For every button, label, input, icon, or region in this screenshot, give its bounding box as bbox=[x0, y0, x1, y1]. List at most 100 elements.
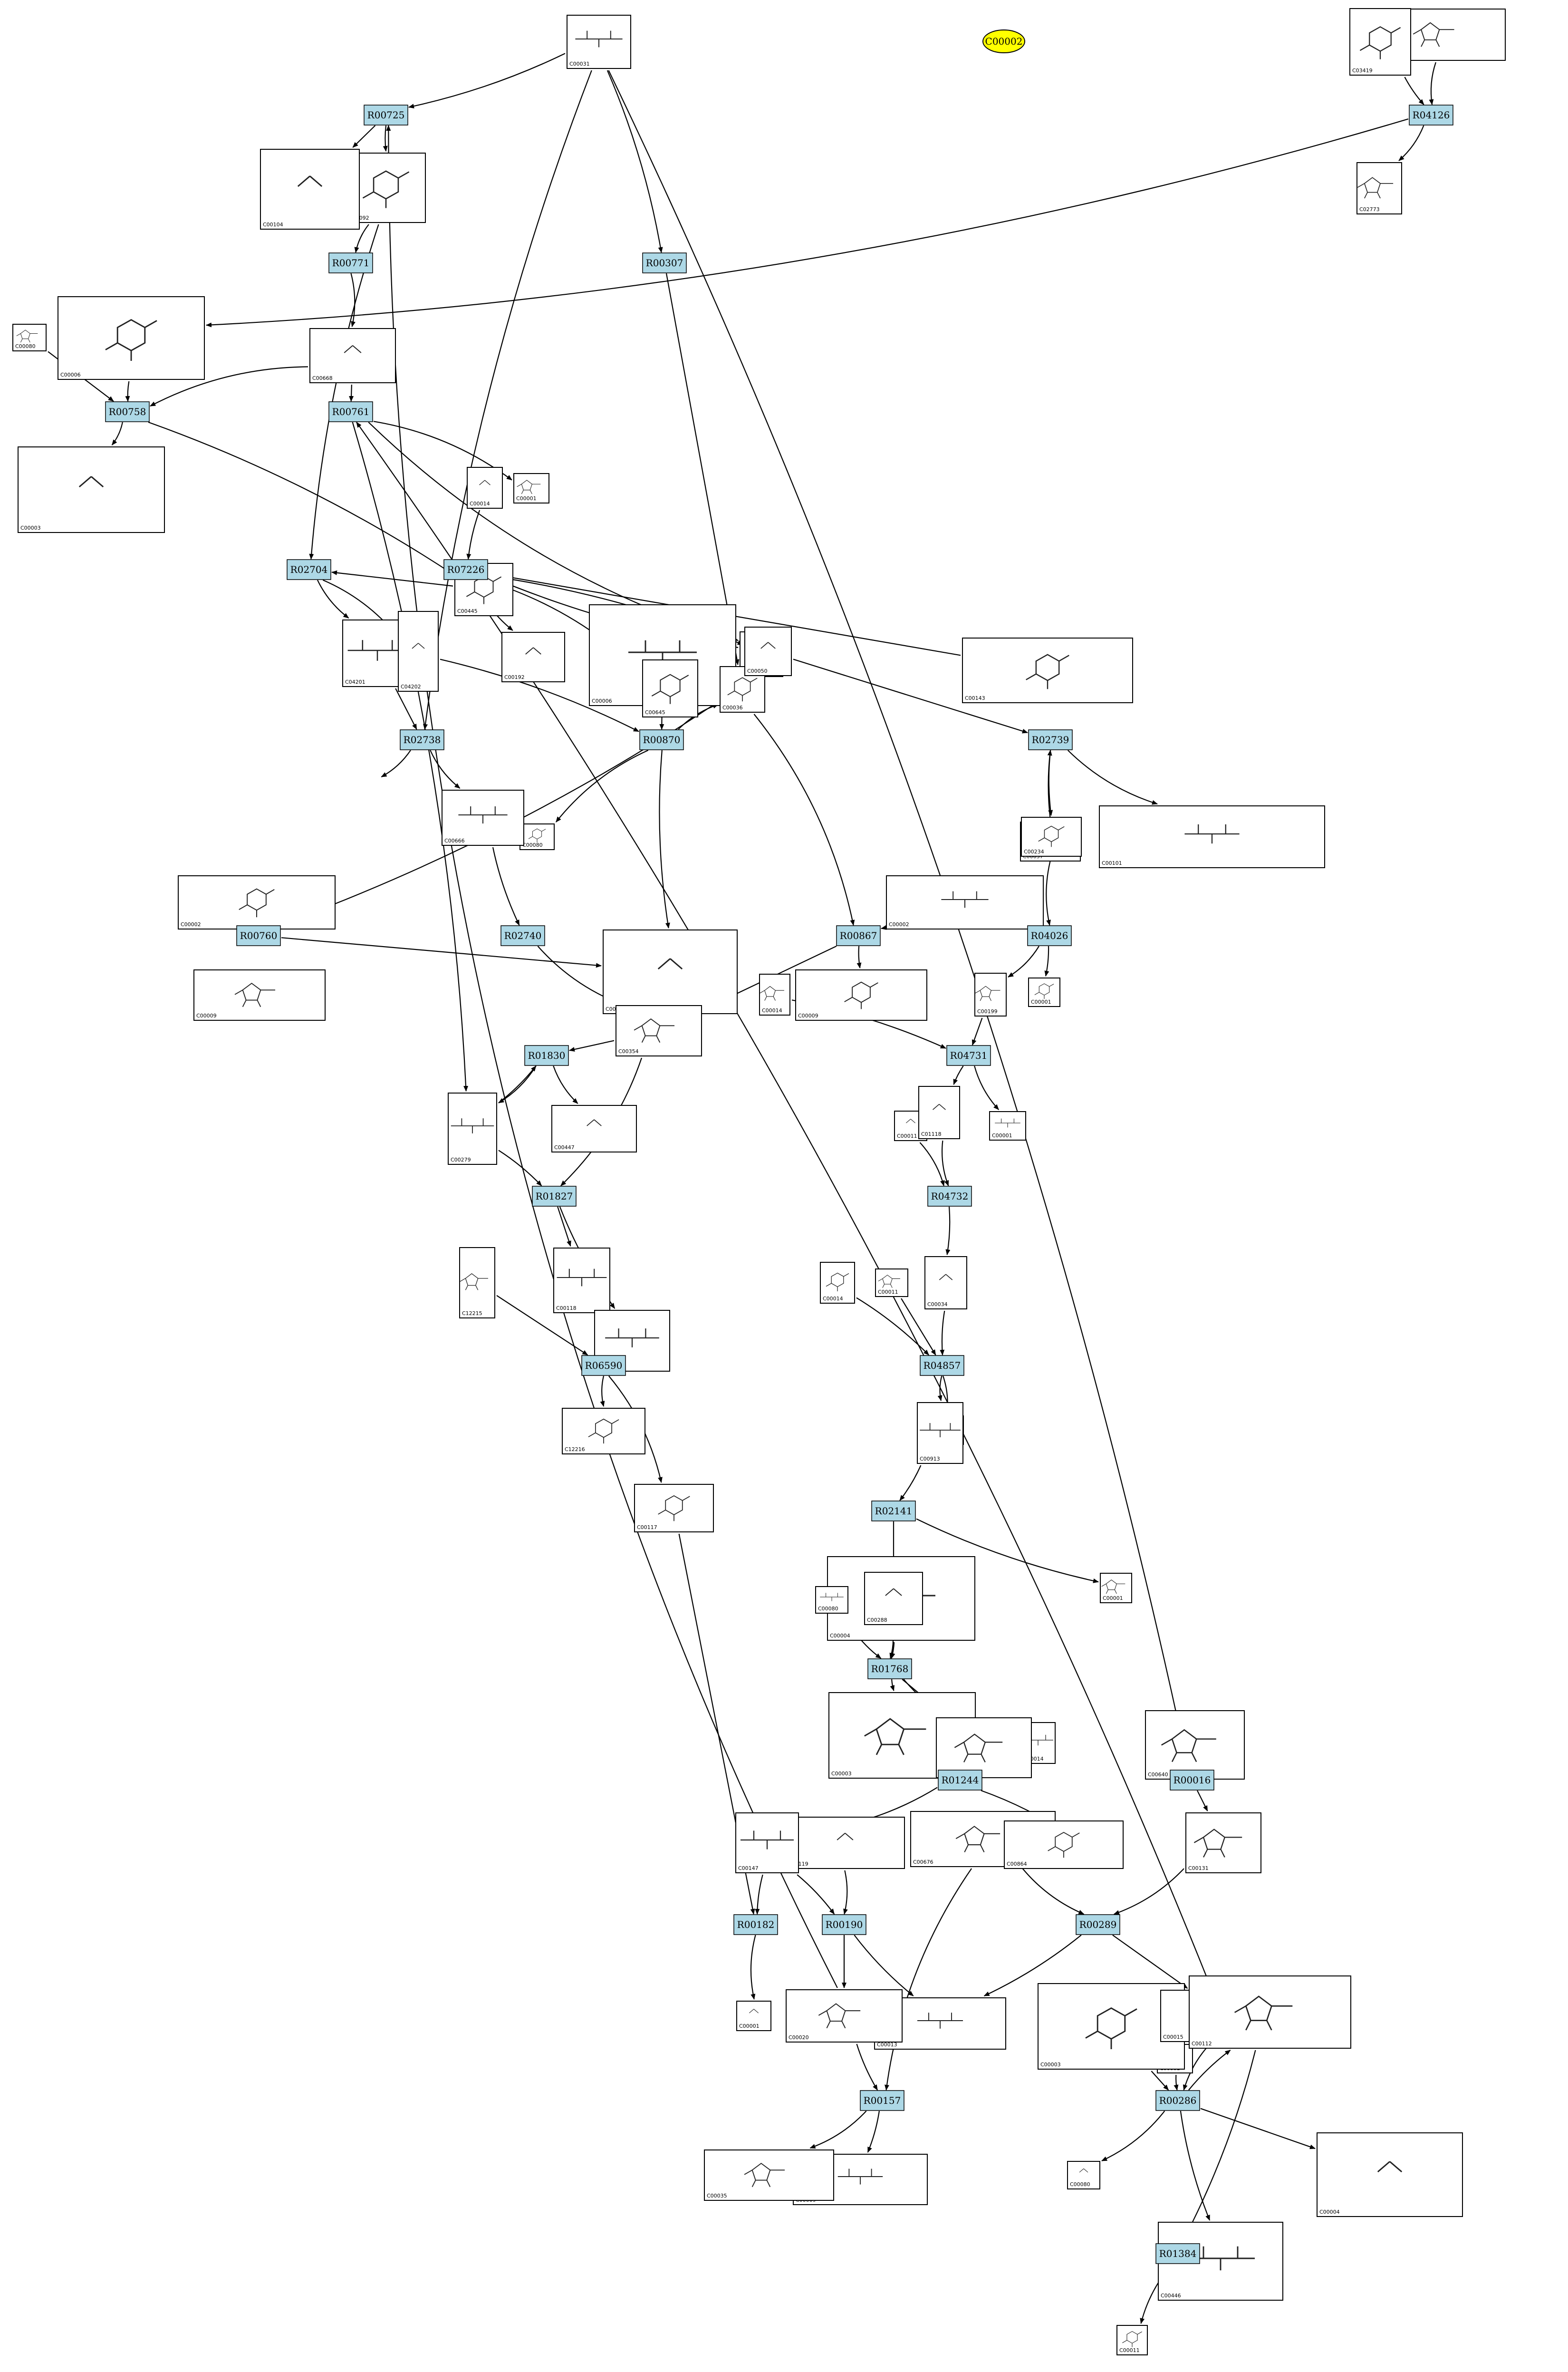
compound-c00009[interactable]: C00009 bbox=[795, 969, 927, 1021]
compound-c00118[interactable]: C00118 bbox=[553, 1248, 610, 1313]
compound-c12215[interactable]: C12215 bbox=[459, 1247, 495, 1318]
compound-c00080[interactable]: C00080 bbox=[815, 1586, 848, 1614]
compound-c00035[interactable]: C00035 bbox=[704, 2149, 834, 2201]
compound-c20161[interactable]: C20161 bbox=[594, 1310, 670, 1372]
reaction-r00870[interactable]: R00870 bbox=[639, 729, 684, 750]
edge-r00725-c00092 bbox=[383, 125, 388, 152]
compound-c00003[interactable]: C00003 bbox=[1038, 1983, 1185, 2070]
compound-c00147[interactable]: C00147 bbox=[735, 1812, 799, 1873]
compound-c00640[interactable]: C00640 bbox=[1145, 1710, 1245, 1780]
reaction-label: R07226 bbox=[447, 564, 485, 575]
compound-c00011[interactable]: C00011 bbox=[875, 1268, 908, 1297]
compound-c00666[interactable]: C00666 bbox=[442, 790, 524, 846]
compound-c00031[interactable]: C00031 bbox=[567, 15, 631, 69]
compound-c00085[interactable]: C00085 bbox=[936, 1717, 1032, 1778]
compound-c02773[interactable]: C02773 bbox=[1356, 162, 1402, 214]
reaction-r04732[interactable]: R04732 bbox=[927, 1186, 972, 1207]
compound-label: C00011 bbox=[1119, 2347, 1140, 2353]
compound-c00112[interactable]: C00112 bbox=[1189, 1975, 1351, 2049]
reaction-r00307[interactable]: R00307 bbox=[642, 252, 687, 273]
compound-c00034[interactable]: C00034 bbox=[924, 1256, 967, 1309]
compound-c00006[interactable]: C00006 bbox=[589, 604, 736, 706]
compound-c03419[interactable]: C03419 bbox=[1349, 8, 1411, 76]
compound-c00279[interactable]: C00279 bbox=[448, 1093, 497, 1165]
compound-c00080[interactable]: C00080 bbox=[1067, 2161, 1100, 2189]
reaction-r00157[interactable]: R00157 bbox=[860, 2090, 904, 2111]
compound-c00014[interactable]: C00014 bbox=[759, 974, 790, 1016]
reaction-r00771[interactable]: R00771 bbox=[328, 252, 373, 273]
reaction-r00758[interactable]: R00758 bbox=[105, 401, 150, 422]
compound-c00002[interactable]: C00002 bbox=[886, 875, 1044, 929]
compound-c00104[interactable]: C00104 bbox=[260, 149, 360, 230]
compound-c00002[interactable]: C00002 bbox=[178, 875, 336, 929]
compound-c00119[interactable]: C00119 bbox=[785, 1817, 905, 1869]
compound-c12216[interactable]: C12216 bbox=[562, 1408, 645, 1454]
compound-c00354[interactable]: C00354 bbox=[616, 1005, 702, 1056]
reaction-r02141[interactable]: R02141 bbox=[871, 1501, 916, 1521]
compound-c00913[interactable]: C00913 bbox=[917, 1402, 963, 1464]
compound-c00004[interactable]: C00004 bbox=[1317, 2132, 1463, 2217]
compound-c00008[interactable]: C00008 bbox=[603, 929, 738, 1014]
compound-c00234[interactable]: C00234 bbox=[1021, 817, 1082, 857]
compound-c00101[interactable]: C00101 bbox=[1099, 805, 1325, 868]
reaction-r01384[interactable]: R01384 bbox=[1155, 2243, 1200, 2264]
edge-r00870-c00008 bbox=[659, 750, 670, 929]
reaction-r00725[interactable]: R00725 bbox=[364, 105, 408, 126]
reaction-r01830[interactable]: R01830 bbox=[524, 1045, 569, 1066]
reaction-r00016[interactable]: R00016 bbox=[1170, 1770, 1214, 1791]
compound-c00001[interactable]: C00001 bbox=[736, 2001, 771, 2031]
compound-c00014[interactable]: C00014 bbox=[467, 467, 503, 509]
reaction-r04026[interactable]: R04026 bbox=[1027, 925, 1072, 946]
reaction-r00182[interactable]: R00182 bbox=[733, 1914, 778, 1935]
compound-label: C12215 bbox=[462, 1310, 482, 1317]
reaction-r02740[interactable]: R02740 bbox=[500, 925, 545, 946]
compound-c00003[interactable]: C00003 bbox=[18, 446, 165, 533]
compound-c00001[interactable]: C00001 bbox=[513, 473, 549, 503]
reaction-r01768[interactable]: R01768 bbox=[867, 1658, 912, 1679]
compound-c00199[interactable]: C00199 bbox=[974, 973, 1007, 1017]
compound-c00001[interactable]: C00001 bbox=[1028, 978, 1060, 1007]
reaction-r06590[interactable]: R06590 bbox=[581, 1355, 626, 1376]
reaction-r01827[interactable]: R01827 bbox=[532, 1186, 577, 1207]
compound-c00117[interactable]: C00117 bbox=[634, 1484, 714, 1532]
compound-c00020[interactable]: C00020 bbox=[786, 1989, 903, 2043]
compound-c00288[interactable]: C00288 bbox=[864, 1572, 923, 1625]
compound-c00143[interactable]: C00143 bbox=[962, 638, 1133, 703]
compound-label: C03419 bbox=[1352, 68, 1373, 74]
reaction-r00289[interactable]: R00289 bbox=[1076, 1914, 1120, 1935]
compound-c00011[interactable]: C00011 bbox=[1116, 2325, 1148, 2355]
compound-c04202[interactable]: C04202 bbox=[398, 611, 439, 692]
compound-c00001[interactable]: C00001 bbox=[1100, 1573, 1132, 1603]
reaction-r00190[interactable]: R00190 bbox=[822, 1914, 866, 1935]
compound-c00080[interactable]: C00080 bbox=[12, 324, 47, 351]
reaction-r00867[interactable]: R00867 bbox=[836, 925, 881, 946]
compound-c00131[interactable]: C00131 bbox=[1185, 1812, 1261, 1873]
compound-c00009[interactable]: C00009 bbox=[193, 969, 326, 1021]
reaction-r04126[interactable]: R04126 bbox=[1409, 105, 1453, 126]
reaction-r02738[interactable]: R02738 bbox=[400, 729, 444, 750]
reaction-r04857[interactable]: R04857 bbox=[920, 1355, 964, 1376]
reaction-r02739[interactable]: R02739 bbox=[1028, 729, 1073, 750]
edge-c00031-r00307 bbox=[606, 70, 663, 253]
compound-c00050[interactable]: C00050 bbox=[744, 627, 792, 676]
compound-c00668[interactable]: C00668 bbox=[309, 328, 396, 383]
compound-c00447[interactable]: C00447 bbox=[551, 1105, 637, 1152]
reaction-r07226[interactable]: R07226 bbox=[443, 559, 488, 580]
compound-c00864[interactable]: C00864 bbox=[1004, 1820, 1124, 1869]
compound-c00080[interactable]: C00080 bbox=[519, 823, 555, 850]
reaction-r01244[interactable]: R01244 bbox=[938, 1770, 982, 1791]
compound-c01118[interactable]: C01118 bbox=[918, 1086, 960, 1139]
highlight-c00002[interactable]: C00002 bbox=[982, 29, 1025, 53]
edge-c04201-r02738 bbox=[395, 688, 417, 730]
reaction-r00286[interactable]: R00286 bbox=[1155, 2090, 1200, 2111]
compound-c00192[interactable]: C00192 bbox=[501, 632, 565, 682]
edge-r04731-c01118 bbox=[953, 1065, 964, 1085]
compound-c00645[interactable]: C00645 bbox=[642, 659, 698, 717]
compound-c00001[interactable]: C00001 bbox=[989, 1111, 1026, 1141]
reaction-r04731[interactable]: R04731 bbox=[946, 1045, 991, 1066]
reaction-r02704[interactable]: R02704 bbox=[287, 559, 331, 580]
reaction-r00760[interactable]: R00760 bbox=[236, 925, 281, 946]
reaction-r00761[interactable]: R00761 bbox=[328, 401, 373, 422]
compound-c00014[interactable]: C00014 bbox=[820, 1262, 855, 1304]
compound-c00006[interactable]: C00006 bbox=[58, 296, 205, 380]
